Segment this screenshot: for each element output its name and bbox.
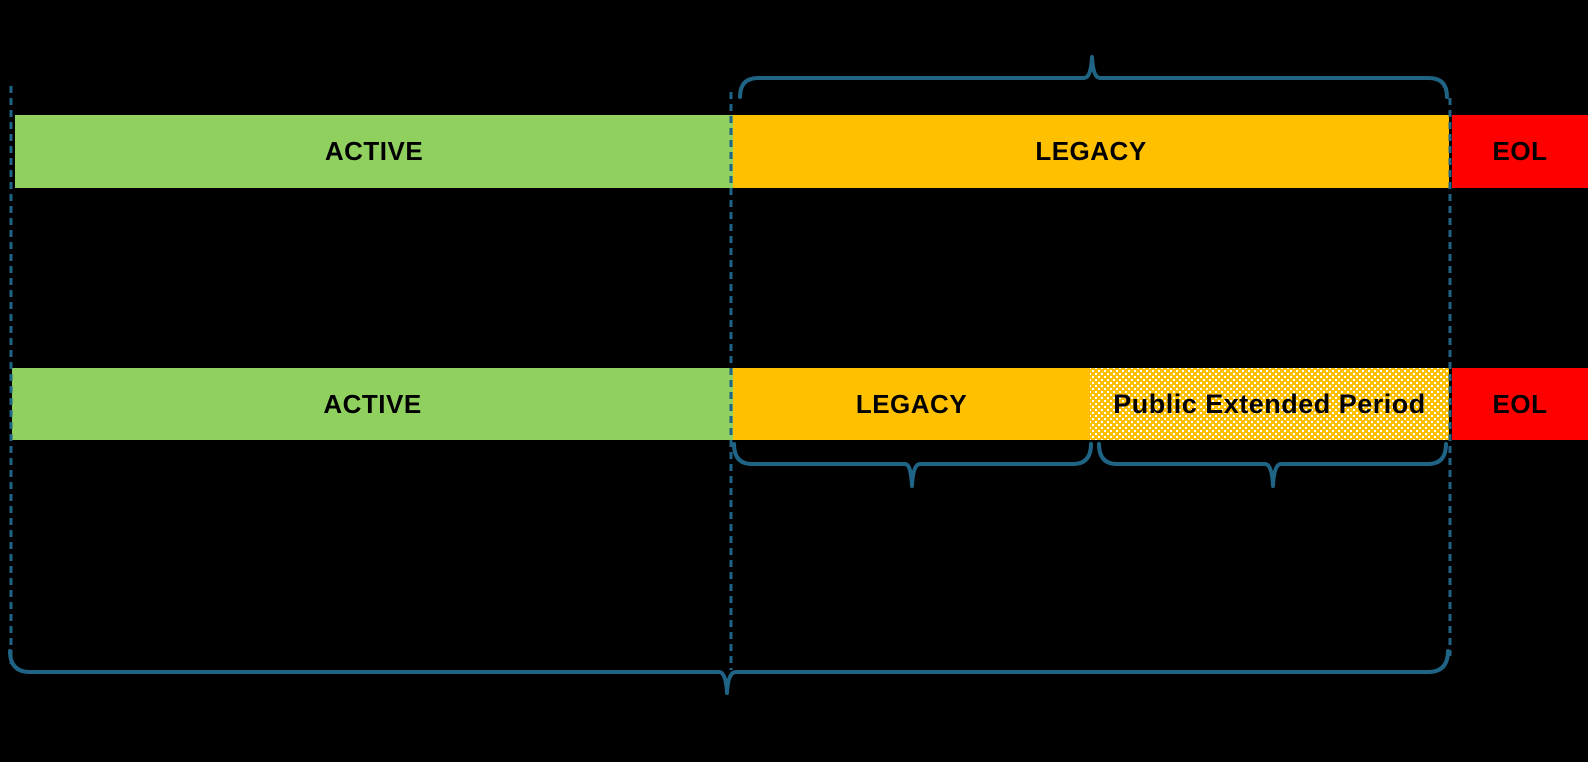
row2-active-label: ACTIVE bbox=[323, 388, 422, 419]
row1-legacy-bar: LEGACY bbox=[733, 115, 1449, 188]
brace-bottom-public-extended bbox=[1097, 442, 1448, 488]
brace-bottom-full-span bbox=[8, 649, 1450, 695]
row1-eol-bar: EOL bbox=[1452, 115, 1588, 188]
row2-eol-label: EOL bbox=[1492, 388, 1548, 419]
row2-public-extended-period-bar: Public Extended Period bbox=[1090, 368, 1449, 440]
row1-eol-label: EOL bbox=[1492, 136, 1548, 166]
row2-legacy-bar: LEGACY bbox=[733, 368, 1090, 440]
row1-active-bar: ACTIVE bbox=[15, 115, 733, 188]
row2-eol-bar: EOL bbox=[1452, 368, 1588, 440]
brace-top-legacy-span bbox=[738, 55, 1449, 99]
row2-legacy-label: LEGACY bbox=[855, 388, 968, 419]
row1-legacy-label: LEGACY bbox=[1035, 136, 1147, 166]
row1-active-label: ACTIVE bbox=[324, 136, 424, 166]
row2-public-extended-period-label: Public Extended Period bbox=[1113, 388, 1426, 419]
row2-active-bar: ACTIVE bbox=[12, 368, 733, 440]
brace-bottom-legacy bbox=[732, 442, 1093, 488]
